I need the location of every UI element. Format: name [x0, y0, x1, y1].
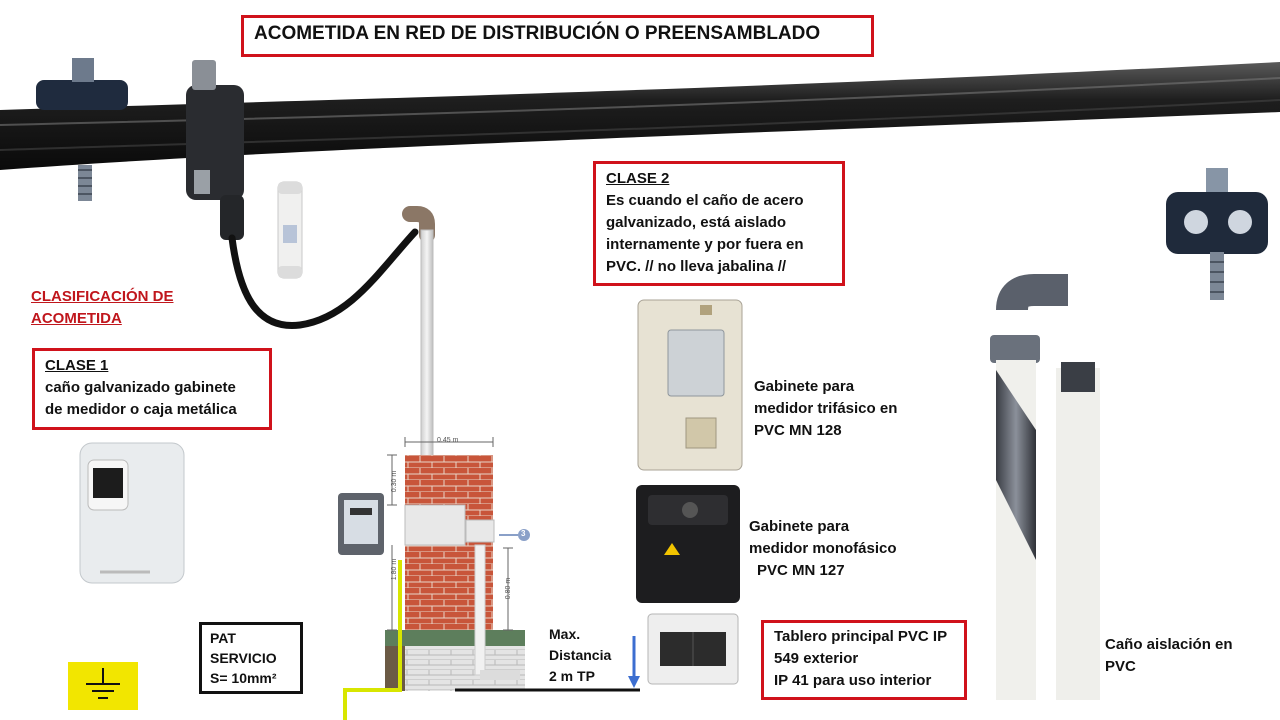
gabinete-trifasico-line3: PVC MN 128	[754, 422, 842, 439]
clase1-line2: de medidor o caja metálica	[45, 401, 237, 418]
clase2-line1: Es cuando el caño de acero	[606, 192, 804, 209]
meter-cabinet-singlephase	[636, 485, 740, 603]
pat-box: PAT SERVICIO S= 10mm²	[199, 622, 303, 694]
cano-aislacion-label: Caño aislación en PVC	[1105, 634, 1233, 678]
energy-meter	[338, 493, 384, 555]
cano-aislacion-line1: Caño aislación en	[1105, 636, 1233, 653]
tablero-box: Tablero principal PVC IP 549 exterior IP…	[761, 620, 967, 700]
dim-width-label: 0.45 m	[437, 437, 459, 444]
gabinete-monofasico-line3: PVC MN 127	[757, 562, 845, 579]
classification-line1: CLASIFICACIÓN DE	[31, 288, 174, 305]
drop-cable	[228, 228, 419, 330]
fuse	[277, 181, 303, 279]
clase2-heading: CLASE 2	[606, 170, 670, 187]
pvc-pipes	[990, 274, 1100, 700]
main-panel	[647, 613, 739, 685]
wall-installation	[343, 206, 530, 720]
gabinete-trifasico-label: Gabinete para medidor trifásico en PVC M…	[754, 376, 897, 442]
pat-line2: SERVICIO	[210, 650, 277, 666]
tablero-line3: IP 41 para uso interior	[774, 672, 932, 689]
max-distance-line3: 2 m TP	[549, 668, 595, 684]
dim-height-box-label: 0.80 m	[505, 577, 513, 600]
tablero-line1: Tablero principal PVC IP	[774, 628, 948, 645]
gabinete-trifasico-line1: Gabinete para	[754, 378, 855, 395]
ground-icon	[68, 662, 138, 710]
clase1-heading: CLASE 1	[45, 357, 109, 374]
meter-cabinet-class1	[79, 442, 185, 584]
callout-number: 3	[521, 529, 526, 538]
max-distance-label: Max. Distancia 2 m TP	[549, 624, 611, 687]
cable-clamp-left	[36, 58, 128, 201]
dim-height-total-label: 1.80 m	[391, 558, 399, 581]
clase2-line4: PVC. // no lleva jabalina //	[606, 258, 787, 275]
clase2-line2: galvanizado, está aislado	[606, 214, 787, 231]
pat-line1: PAT	[210, 630, 236, 646]
gabinete-monofasico-line1: Gabinete para	[749, 518, 850, 535]
cable-clamp-right	[1166, 168, 1268, 300]
dim-height-top-label: 0.30 m	[391, 470, 399, 493]
distance-arrow-head	[628, 676, 640, 688]
meter-cabinet-threephase	[637, 299, 743, 471]
tablero-line2: 549 exterior	[774, 650, 859, 667]
gabinete-trifasico-line2: medidor trifásico en	[754, 400, 898, 417]
page-title: ACOMETIDA EN RED DE DISTRIBUCIÓN O PREEN…	[241, 15, 874, 57]
clase2-box: CLASE 2 Es cuando el caño de acero galva…	[593, 161, 845, 286]
cano-aislacion-line2: PVC	[1105, 658, 1136, 675]
clase2-line3: internamente y por fuera en	[606, 236, 804, 253]
max-distance-line2: Distancia	[549, 647, 612, 663]
gabinete-monofasico-line2: medidor monofásico	[749, 540, 897, 557]
max-distance-line1: Max.	[549, 626, 581, 642]
classification-heading: CLASIFICACIÓN DE ACOMETIDA	[31, 286, 174, 330]
piercing-connector	[186, 60, 244, 240]
clase1-line1: caño galvanizado gabinete	[45, 379, 236, 396]
gabinete-monofasico-label: Gabinete para medidor monofásico PVC MN …	[749, 516, 897, 582]
clase1-box: CLASE 1 caño galvanizado gabinete de med…	[32, 348, 272, 430]
distribution-cable	[0, 62, 1280, 170]
classification-line2: ACOMETIDA	[31, 310, 122, 327]
pat-line3: S= 10mm²	[210, 670, 277, 686]
